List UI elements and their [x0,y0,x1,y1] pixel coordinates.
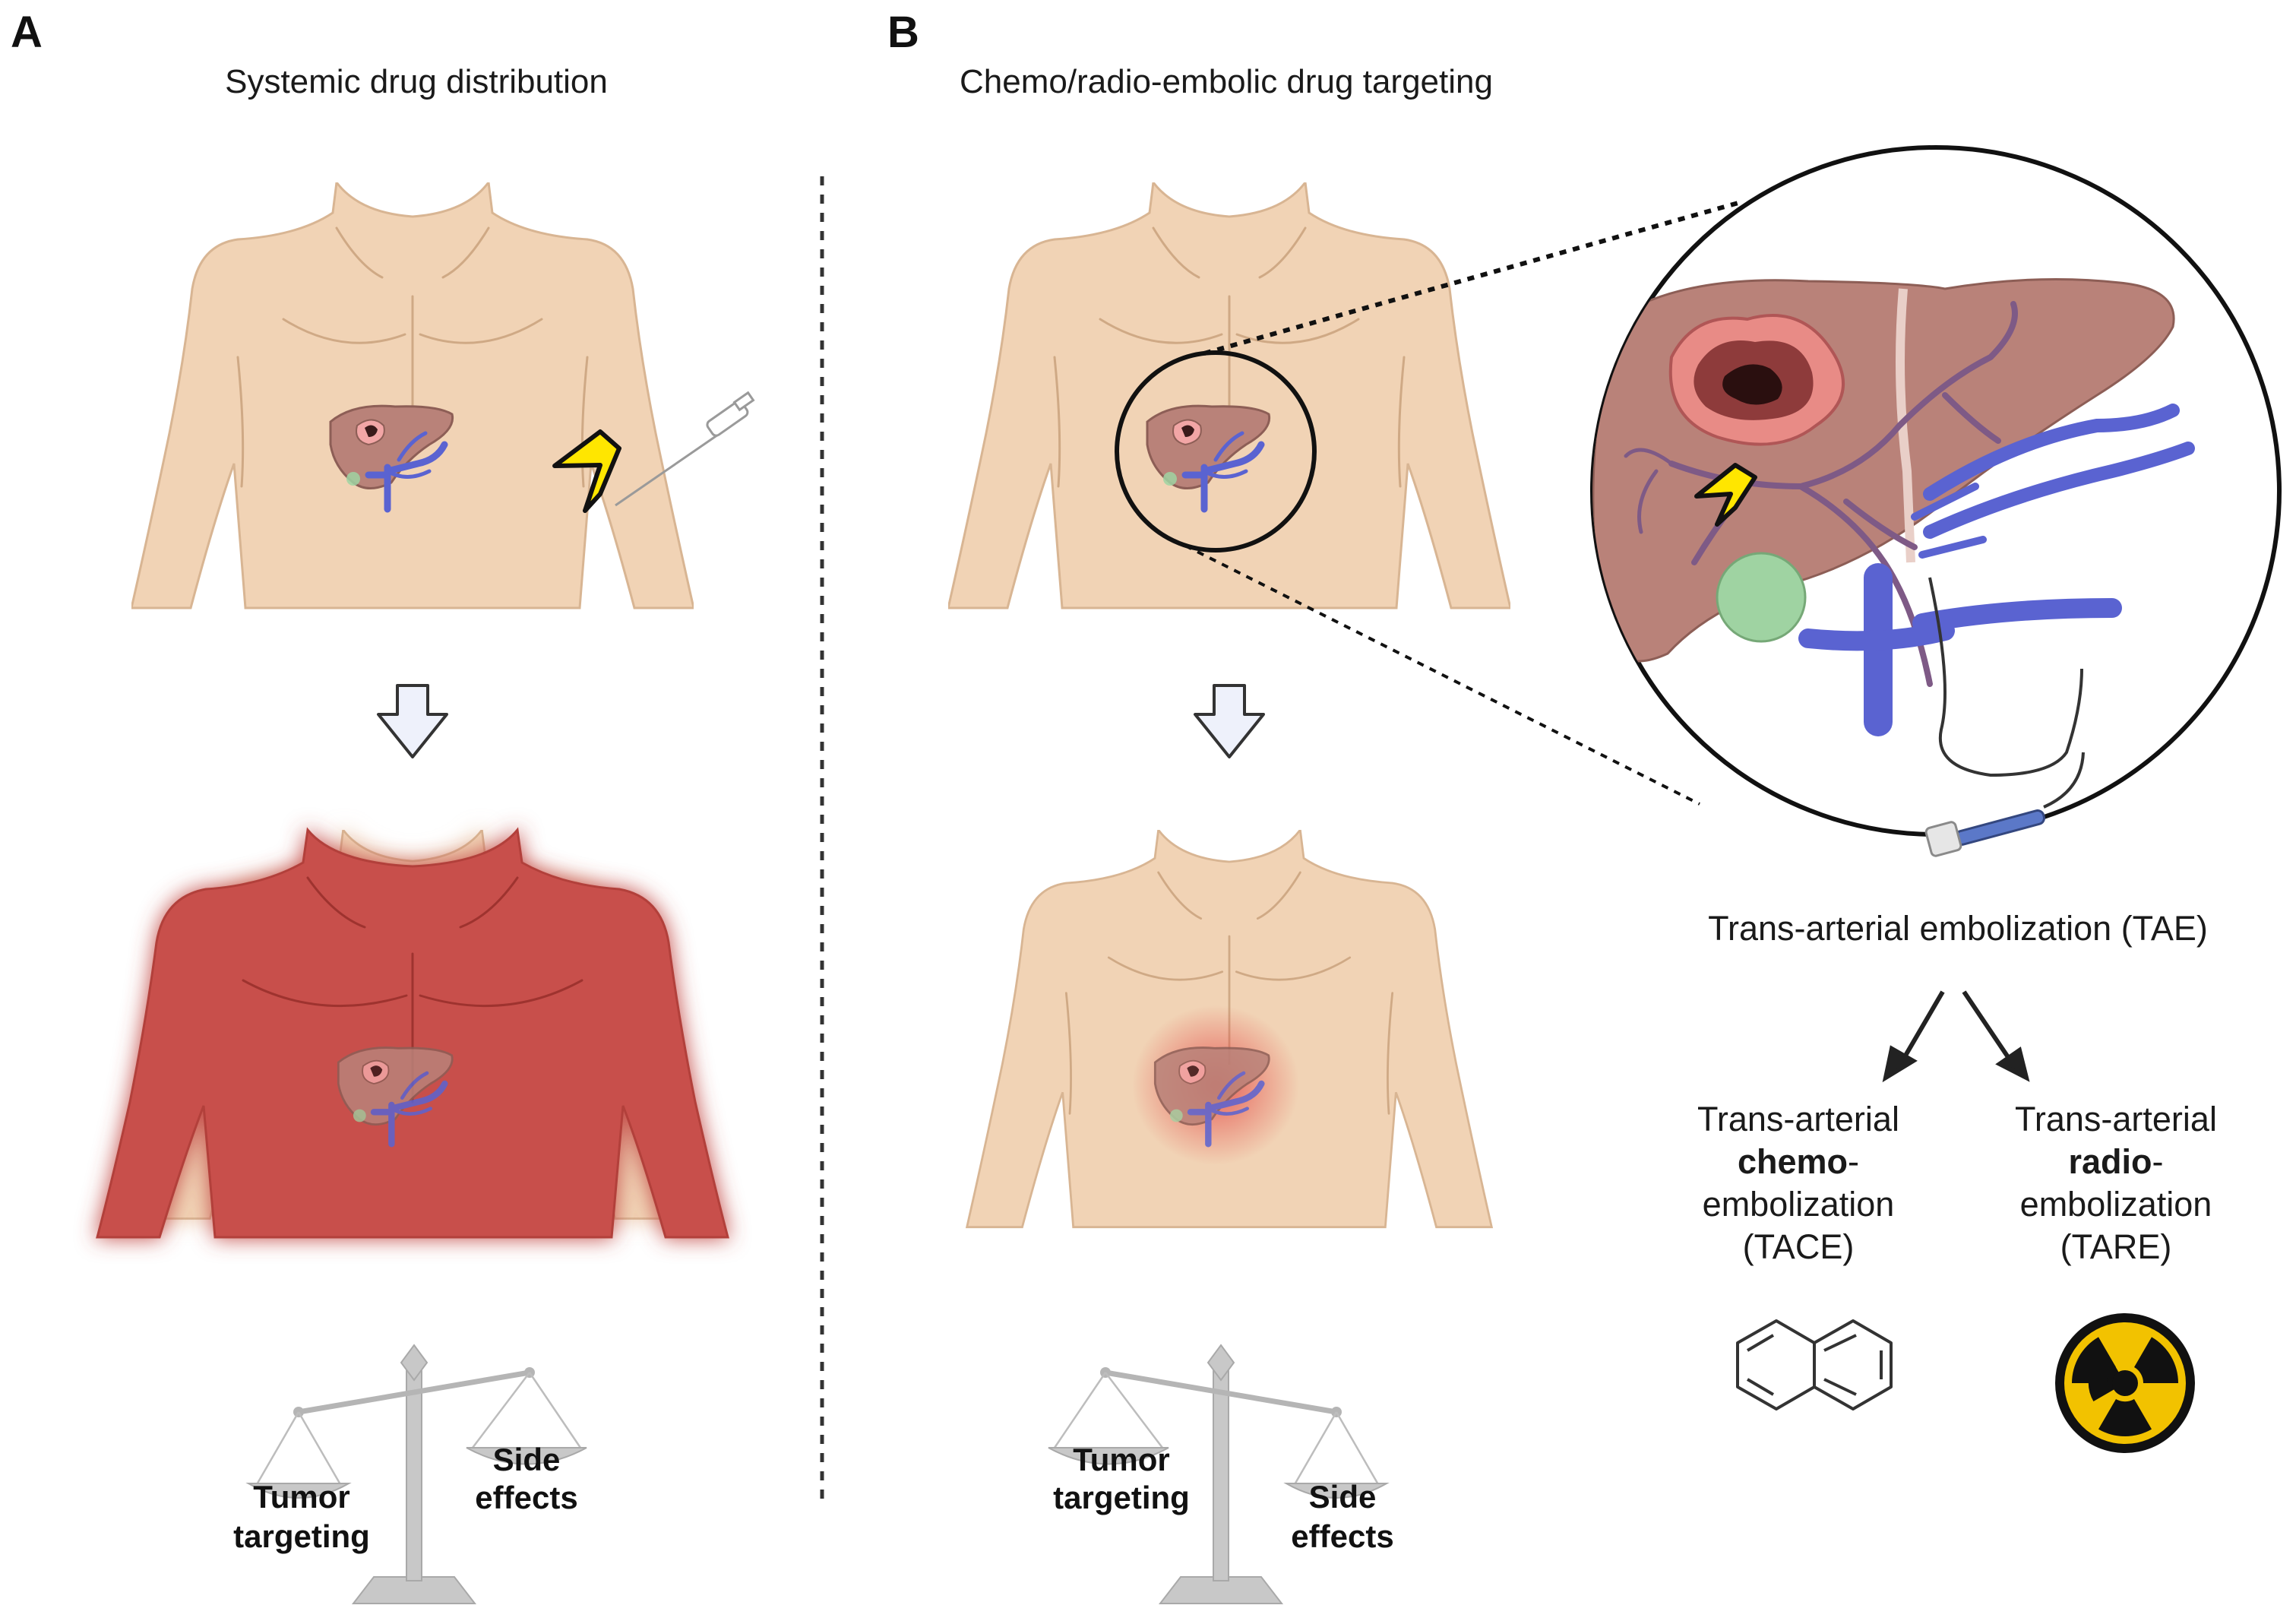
scale-right-label-line1: Side [493,1442,561,1477]
torso-with-liver-focus [948,182,1510,609]
radiation-trefoil-icon [2055,1313,2195,1453]
scale-right-label-line2: effects [1291,1518,1393,1554]
panel-b: B Chemo/radio-embolic drug targeting [887,8,2282,1604]
tace-line1: Trans-arterial [1697,1100,1899,1138]
balance-scale-b: Tumor targeting Side effects [1048,1344,1394,1604]
panel-a-letter: A [11,8,43,57]
catheter-line [1928,577,2083,777]
torso-systemic-distribution [96,827,729,1239]
embolization-site-chevron-icon [1694,463,1757,527]
scale-left-label-line2: targeting [233,1518,370,1554]
tace-line4: (TACE) [1743,1227,1855,1266]
tare-line2: radio- [2068,1142,2163,1181]
scale-right-label-line2: effects [475,1480,577,1515]
branch-arrows [1882,990,2030,1083]
tace-hyphen: - [1848,1142,1859,1181]
tare-bold-prefix: radio [2068,1142,2152,1181]
tare-line1: Trans-arterial [2015,1100,2217,1138]
tare-line3: embolization [2020,1185,2212,1224]
tace-line2: chemo- [1738,1142,1859,1181]
down-arrow-icon [1194,684,1265,758]
tare-branch: Trans-arterial radio- embolization (TARE… [2015,1100,2217,1453]
gallbladder-icon [1716,552,1807,643]
scale-left-label-line2: targeting [1053,1480,1190,1515]
balance-scale-a: Tumor targeting Side effects [233,1344,587,1604]
scale-left-label-line1: Tumor [253,1479,350,1515]
tace-branch: Trans-arterial chemo- embolization (TACE… [1697,1100,1899,1410]
focus-circle [1115,350,1317,552]
injection-site-chevron-icon [552,429,621,513]
scale-right-label-line1: Side [1309,1479,1377,1515]
tae-label: Trans-arterial embolization (TAE) [1708,909,2208,948]
tace-bold-prefix: chemo [1738,1142,1848,1181]
catheter-hub-icon [1924,809,2045,857]
panel-a: A Systemic drug distribution [11,8,755,1604]
panel-b-letter: B [887,8,919,57]
tare-hyphen: - [2152,1142,2164,1181]
tare-line4: (TARE) [2060,1227,2172,1266]
panel-a-title: Systemic drug distribution [225,63,608,100]
zoom-line-bottom [1184,544,1700,806]
panel-b-title: Chemo/radio-embolic drug targeting [960,63,1493,100]
torso-before-treatment [131,182,755,609]
tace-line3: embolization [1703,1185,1895,1224]
catheter-tube [2043,752,2085,809]
naphthalene-molecule-icon [1736,1319,1893,1410]
tumor-icon [1668,314,1845,446]
down-arrow-icon [377,684,448,758]
zoom-line-top [1203,199,1744,356]
syringe-icon [615,391,755,507]
torso-local-targeting [966,830,1493,1229]
scale-left-label-line1: Tumor [1073,1442,1170,1477]
liver-zoom-circle [1590,145,2282,857]
